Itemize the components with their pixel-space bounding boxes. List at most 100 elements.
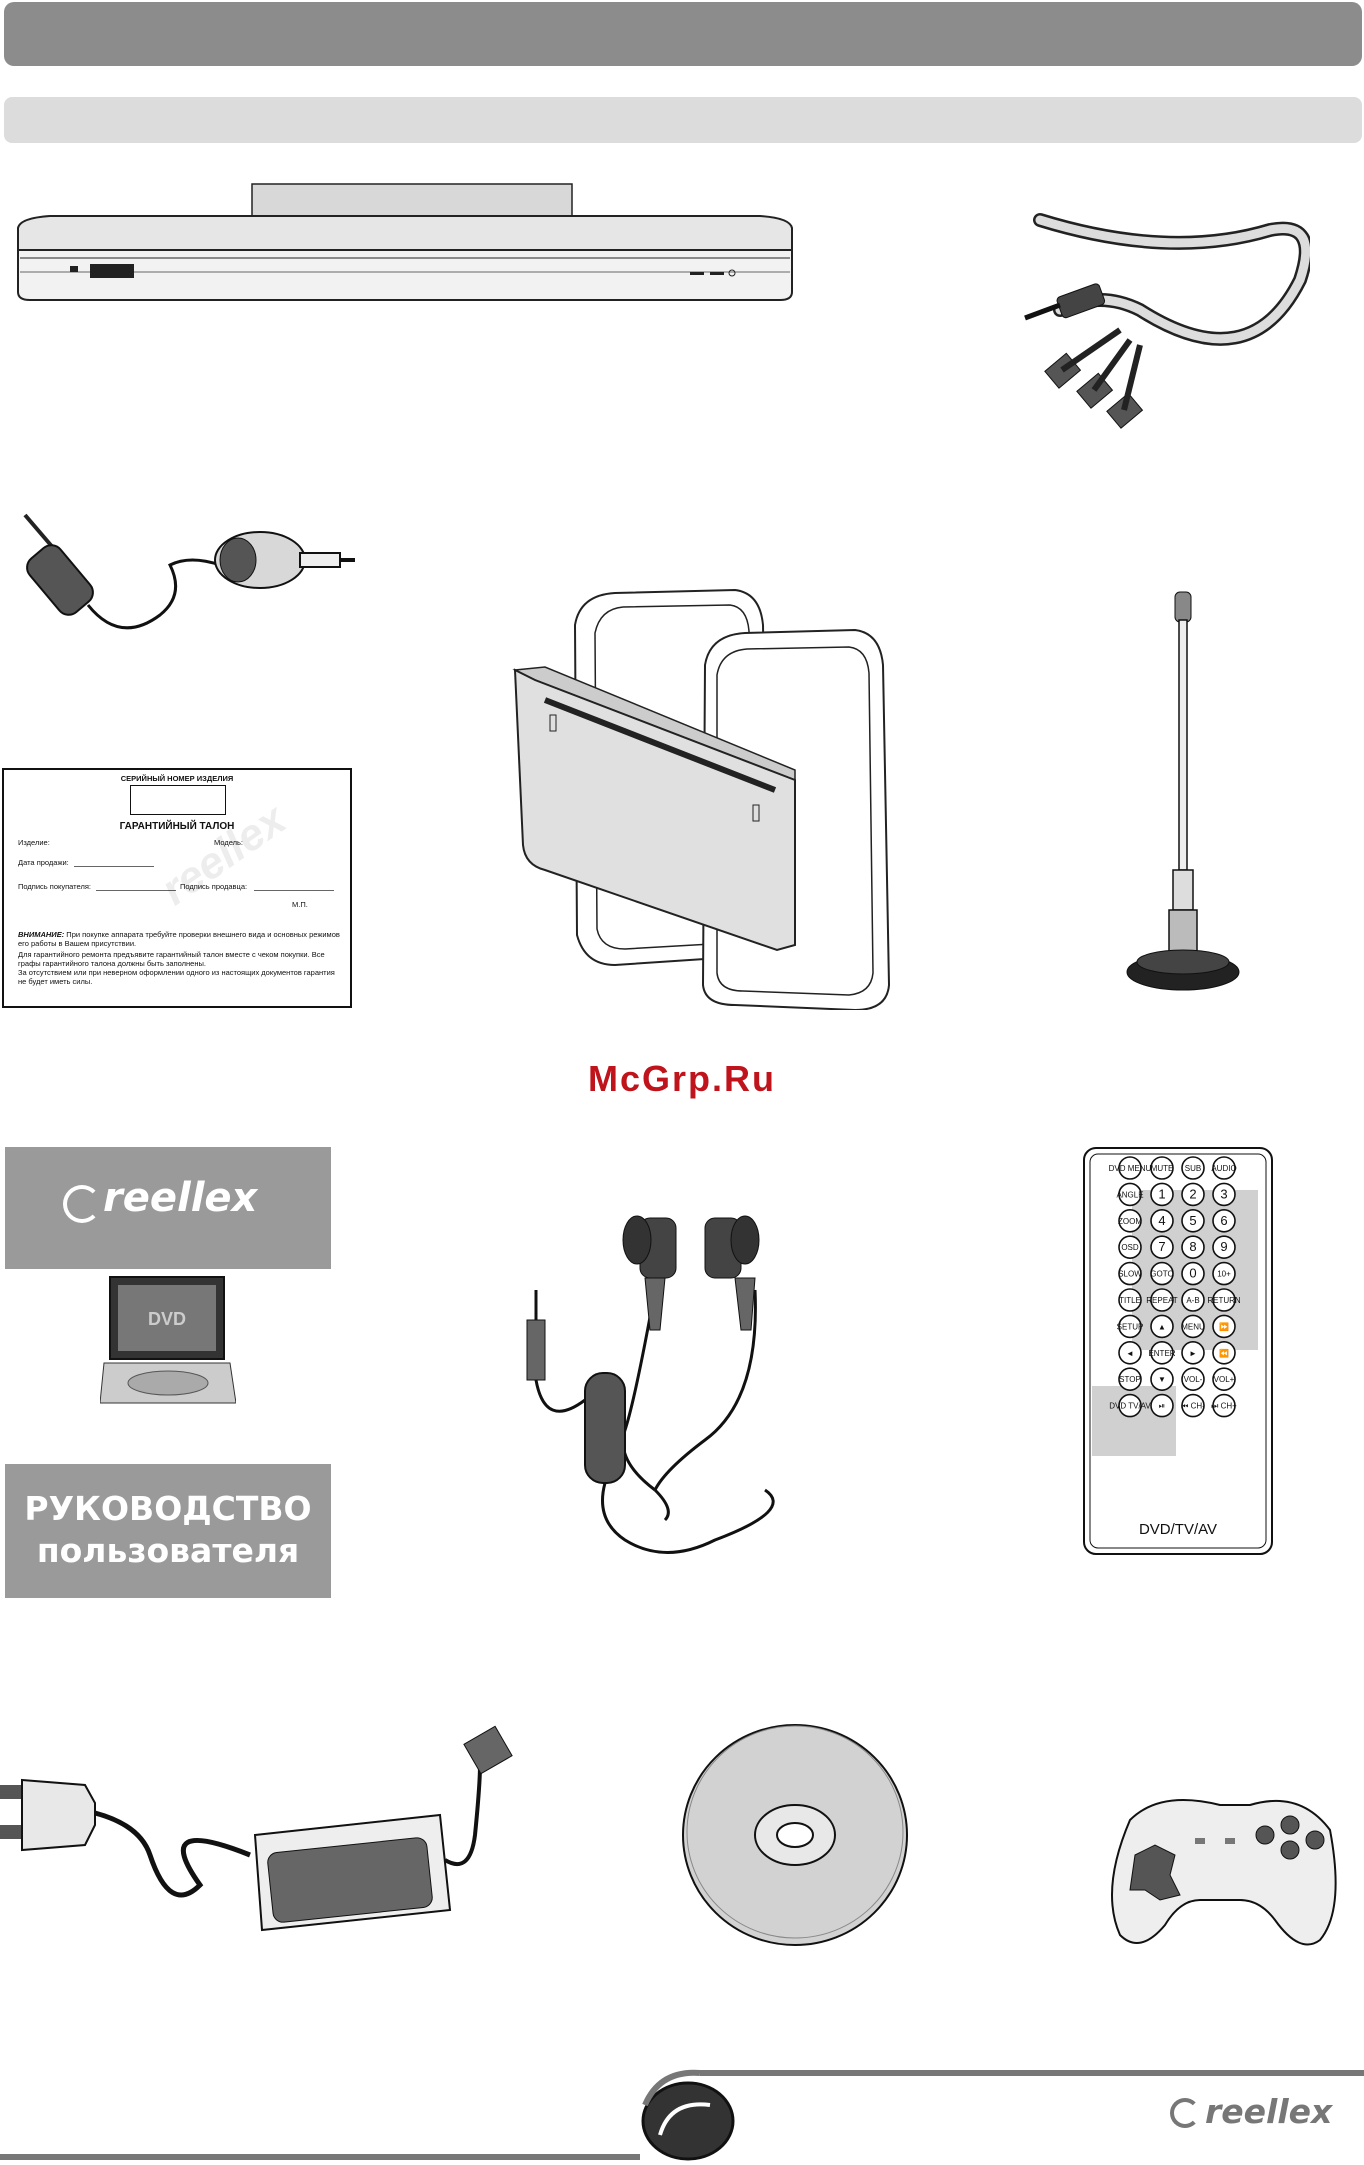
- warranty-card: СЕРИЙНЫЙ НОМЕР ИЗДЕЛИЯ ГАРАНТИЙНЫЙ ТАЛОН…: [2, 768, 352, 1008]
- footer-brand: reellex: [1205, 2092, 1333, 2131]
- remote-button-label: 0: [1189, 1266, 1196, 1281]
- remote-button-label: 2: [1189, 1186, 1196, 1201]
- stamp-label: М.П.: [292, 900, 308, 909]
- manual-title-line1: РУКОВОДСТВО: [24, 1489, 312, 1528]
- remote-button-label: 8: [1189, 1239, 1196, 1254]
- remote-button: [1118, 1288, 1142, 1312]
- remote-button-label: 1: [1158, 1186, 1165, 1201]
- remote-button-label: RETURN: [1207, 1296, 1241, 1305]
- warning-text: При покупке аппарата требуйте проверки в…: [18, 930, 340, 948]
- header-bar: [4, 2, 1362, 66]
- remote-button: [1212, 1209, 1236, 1233]
- watermark: McGrp.Ru: [587, 1058, 776, 1099]
- remote-button-label: ▼: [1158, 1375, 1166, 1384]
- remote-button-label: ANGLE: [1116, 1190, 1143, 1199]
- remote-button-label: A-B: [1186, 1296, 1199, 1305]
- remote-button: [1150, 1209, 1174, 1233]
- remote-button-label: ⏯: [1159, 1402, 1165, 1411]
- remote-button: [1181, 1156, 1205, 1180]
- remote-button: [1118, 1367, 1142, 1391]
- remote-button-label: ▲: [1158, 1322, 1166, 1331]
- warranty-note-2: За отсутствием или при неверном оформлен…: [18, 968, 335, 986]
- remote-button: [1150, 1182, 1174, 1207]
- remote-button: [1212, 1288, 1236, 1312]
- remote-button-label: ZOOM: [1118, 1217, 1142, 1226]
- disc-icon: [682, 1724, 908, 1946]
- car-adapter-icon: [23, 513, 355, 630]
- headrest-mount-icon: [512, 588, 891, 1010]
- remote-button-label: 10+: [1217, 1270, 1231, 1279]
- remote-button-label: 4: [1158, 1213, 1165, 1228]
- remote-button: [1150, 1235, 1174, 1259]
- remote-button-label: ►: [1189, 1349, 1197, 1358]
- remote-button: [1212, 1367, 1236, 1391]
- remote-button-label: 6: [1220, 1213, 1227, 1228]
- remote-button: [1181, 1209, 1205, 1233]
- remote-button-label: 9: [1220, 1239, 1227, 1254]
- serial-box: [130, 785, 226, 815]
- remote-button-label: TITLE: [1119, 1296, 1141, 1305]
- seller-sign-line: [254, 890, 334, 891]
- remote-button: [1181, 1182, 1205, 1207]
- footer-decoration: [0, 2069, 1364, 2161]
- remote-button: [1212, 1235, 1236, 1259]
- remote-button: [1118, 1182, 1142, 1207]
- remote-button: [1212, 1341, 1236, 1365]
- remote-button: [1212, 1182, 1236, 1207]
- remote-button-label: DVD TV/AV: [1109, 1402, 1151, 1411]
- remote-button: [1212, 1156, 1236, 1180]
- remote-button-label: 3: [1220, 1186, 1227, 1201]
- dvd-player-icon: [17, 183, 793, 301]
- remote-button-label: VOL+: [1214, 1375, 1235, 1384]
- remote-button-label: AUDIO: [1211, 1164, 1236, 1173]
- dvd-player-photo-icon: DVD: [100, 1276, 236, 1404]
- remote-button: [1181, 1261, 1205, 1286]
- remote-button: [1118, 1156, 1142, 1180]
- remote-button: [1181, 1314, 1205, 1339]
- sale-date-line: [74, 866, 154, 867]
- model-label: Модель:: [214, 838, 244, 847]
- remote-button-label: OSD: [1121, 1243, 1139, 1252]
- sale-date-label: Дата продажи:: [18, 858, 69, 867]
- warning-bold: ВНИМАНИЕ:: [18, 930, 65, 939]
- remote-button: [1118, 1341, 1142, 1365]
- remote-button-label: STOP: [1119, 1375, 1141, 1384]
- reellex-logo-icon: [63, 1185, 101, 1223]
- remote-button: [1181, 1235, 1205, 1259]
- remote-button: [1150, 1314, 1174, 1339]
- remote-button: [1150, 1341, 1174, 1365]
- remote-button: [1212, 1393, 1236, 1418]
- remote-button-label: ⏭ CH+: [1211, 1402, 1237, 1411]
- remote-button-label: SETUP: [1117, 1322, 1144, 1331]
- av-cable-icon: [1024, 213, 1310, 429]
- manual-cover-bottom: РУКОВОДСТВО пользователя: [5, 1464, 331, 1598]
- gamepad-icon: [1111, 1799, 1337, 1946]
- remote-button: [1150, 1261, 1174, 1286]
- product-label: Изделие:: [18, 838, 50, 847]
- remote-button-label: MENU: [1181, 1322, 1205, 1331]
- remote-button: [1181, 1367, 1205, 1391]
- remote-button-label: 7: [1158, 1239, 1165, 1254]
- remote-button-label: REPEAT: [1146, 1296, 1178, 1305]
- remote-button: [1181, 1288, 1205, 1312]
- remote-button-label: GOTO: [1150, 1270, 1173, 1279]
- remote-button: [1118, 1393, 1142, 1418]
- remote-button: [1118, 1314, 1142, 1339]
- remote-label: DVD/TV/AV: [1138, 1521, 1218, 1538]
- remote-button-label: DVD MENU: [1109, 1164, 1152, 1173]
- remote-button: [1181, 1393, 1205, 1418]
- remote-button-label: ⏩: [1219, 1321, 1229, 1331]
- subheader-bar: [4, 97, 1362, 143]
- manual-cover-top: reellex: [5, 1147, 331, 1269]
- remote-button: [1150, 1367, 1174, 1391]
- manual-logo: reellex: [103, 1175, 258, 1221]
- svg-text:DVD: DVD: [148, 1309, 186, 1329]
- remote-button: [1118, 1235, 1142, 1259]
- remote-button: [1212, 1261, 1236, 1286]
- remote-button-label: ENTER: [1148, 1349, 1175, 1358]
- card-title: ГАРАНТИЙНЫЙ ТАЛОН: [119, 821, 235, 832]
- remote-button-label: ⏮ CH-: [1181, 1402, 1205, 1411]
- remote-button: [1150, 1288, 1174, 1312]
- power-adapter-icon: [0, 1725, 513, 1932]
- buyer-sign-label: Подпись покупателя:: [18, 882, 91, 891]
